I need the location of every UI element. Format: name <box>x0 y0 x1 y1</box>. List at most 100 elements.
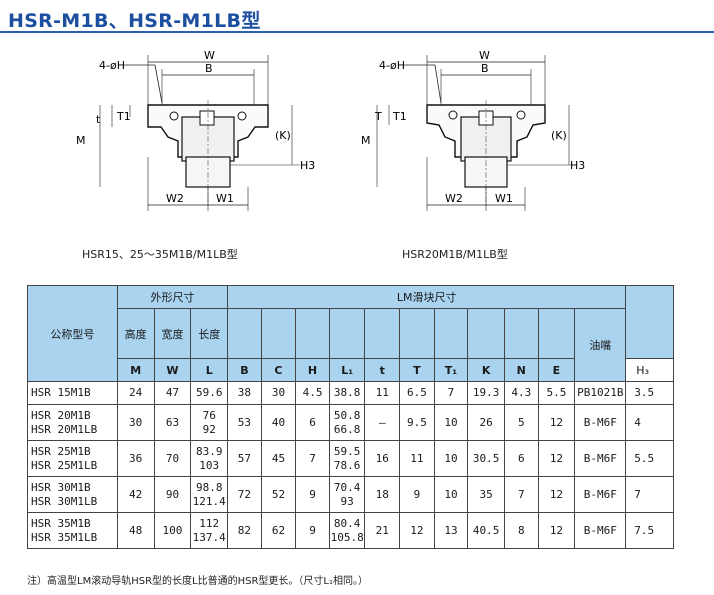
sym-m: M <box>116 358 155 382</box>
label-t: t <box>96 113 101 126</box>
sym-b: B <box>227 358 262 382</box>
sym-t1: T₁ <box>433 358 469 382</box>
cell-t: 9 <box>399 476 435 513</box>
cell-value-long: 92 <box>202 422 216 436</box>
label-t-big: T <box>374 110 382 123</box>
cell-b: 72 <box>227 476 262 513</box>
row-model: HSR 15M1B <box>27 381 118 405</box>
cell-c: 62 <box>260 512 297 549</box>
cell-k: 26 <box>467 404 506 441</box>
header-group-lm: LM滑块尺寸 <box>227 285 627 309</box>
cell-t1: 10 <box>433 476 469 513</box>
label-k: (K) <box>551 129 567 142</box>
sym-l1: L₁ <box>328 358 366 382</box>
cell-m: 48 <box>116 512 155 549</box>
cell-c: 40 <box>260 404 297 441</box>
cell-m: 42 <box>116 476 155 513</box>
cell-value-long: 93 <box>340 494 354 508</box>
cell-b: 57 <box>227 440 262 477</box>
cell-value: 59.5 <box>333 444 361 458</box>
model-name: HSR 20M1B <box>31 408 91 422</box>
caption-left: HSR15、25～35M1B/M1LB型 <box>82 248 238 261</box>
model-name: HSR 25M1B <box>31 444 91 458</box>
header-model: 公称型号 <box>27 285 118 382</box>
cell-t: 11 <box>399 440 435 477</box>
cell-n: 4.3 <box>504 381 539 405</box>
cell-e: 12 <box>537 476 576 513</box>
label-b: B <box>205 62 213 75</box>
cell-b: 53 <box>227 404 262 441</box>
cell-w: 100 <box>153 512 192 549</box>
spec-table: 公称型号 外形尺寸 LM滑块尺寸 高度 宽度 长度 油嘴 M W L B C H… <box>27 285 674 549</box>
cell-h3: 7.5 <box>625 512 674 549</box>
sym-c: C <box>260 358 297 382</box>
cell-oil: B-M6F <box>574 512 627 549</box>
cell-k: 30.5 <box>467 440 506 477</box>
sym-l: L <box>190 358 229 382</box>
cell-m: 30 <box>116 404 155 441</box>
cell-k: 19.3 <box>467 381 506 405</box>
cell-value: 112 <box>199 516 220 530</box>
footnote: 注）高温型LM滚动导轨HSR型的长度L比普通的HSR型更长。（尺寸L₁相同。） <box>27 576 368 587</box>
cell-value-long: 103 <box>199 458 220 472</box>
cell-value: 50.8 <box>333 408 361 422</box>
model-name: HSR 35M1B <box>31 516 91 530</box>
cell-t: 11 <box>364 381 401 405</box>
cell-e: 12 <box>537 404 576 441</box>
label-w1: W1 <box>216 192 234 205</box>
cell-c: 30 <box>260 381 297 405</box>
cell-w: 63 <box>153 404 192 441</box>
model-name: HSR 15M1B <box>31 386 91 399</box>
model-name: HSR 30M1B <box>31 480 91 494</box>
cell-value: 98.8 <box>195 480 223 494</box>
cell-oil: B-M6F <box>574 440 627 477</box>
header-height: 高度 <box>116 308 155 359</box>
cell-t: 18 <box>364 476 401 513</box>
cell-w: 70 <box>153 440 192 477</box>
cell-t1: 7 <box>433 381 469 405</box>
page-title: HSR-M1B、HSR-M1LB型 <box>8 10 261 32</box>
cell-h: 9 <box>295 512 330 549</box>
label-t1: T1 <box>392 110 407 123</box>
cell-value: 70.4 <box>333 480 361 494</box>
cell-b: 38 <box>227 381 262 405</box>
model-name-long: HSR 25M1LB <box>31 458 98 472</box>
cell-h3: 4 <box>625 404 674 441</box>
cell-oil: B-M6F <box>574 476 627 513</box>
cell-t: 9.5 <box>399 404 435 441</box>
cell-n: 6 <box>504 440 539 477</box>
cell-value: 38.8 <box>333 386 361 399</box>
cell-e: 5.5 <box>537 381 576 405</box>
header-width: 宽度 <box>153 308 192 359</box>
label-w2: W2 <box>445 192 463 205</box>
cell-w: 47 <box>153 381 192 405</box>
label-holes: 4-øH <box>99 59 125 72</box>
cell-h: 6 <box>295 404 330 441</box>
label-h3: H3 <box>300 159 315 172</box>
sym-w: W <box>153 358 192 382</box>
cell-c: 45 <box>260 440 297 477</box>
cell-t1: 13 <box>433 512 469 549</box>
cell-oil: B-M6F <box>574 404 627 441</box>
cell-n: 7 <box>504 476 539 513</box>
label-h3: H3 <box>570 159 585 172</box>
cell-h: 4.5 <box>295 381 330 405</box>
sym-n: N <box>504 358 539 382</box>
sym-k: K <box>467 358 506 382</box>
cell-lone: 38.8 <box>328 381 366 405</box>
cell-t1: 10 <box>433 404 469 441</box>
cell-b: 82 <box>227 512 262 549</box>
cell-value-long: 66.8 <box>333 422 361 436</box>
cell-h: 7 <box>295 440 330 477</box>
sym-h: H <box>295 358 330 382</box>
cell-oil: PB1021B <box>574 381 627 405</box>
cell-value-long: 78.6 <box>333 458 361 472</box>
